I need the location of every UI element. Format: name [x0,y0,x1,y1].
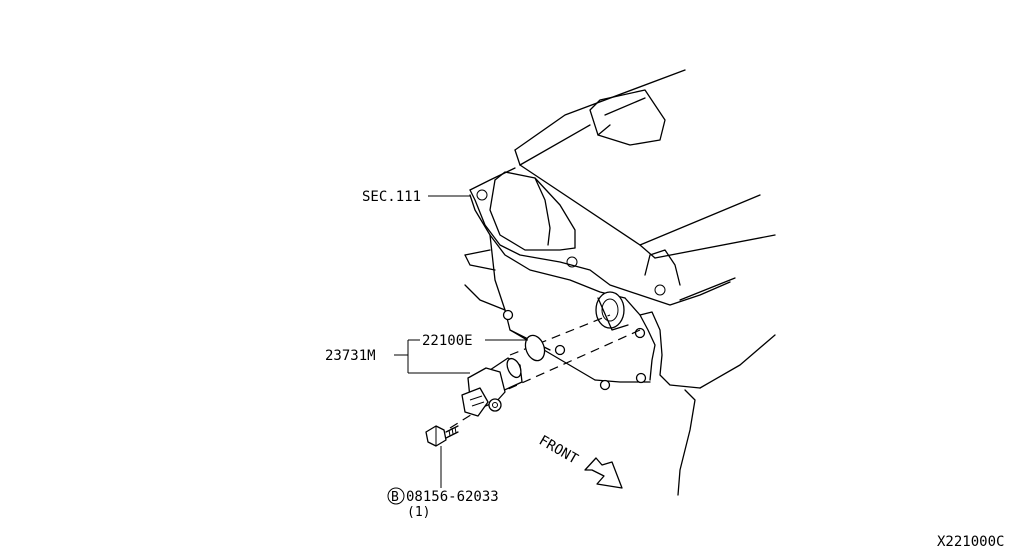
camshaft-sensor [461,357,523,417]
label-oring-part: 22100E [422,333,473,349]
bolt-symbol-circle [387,487,405,505]
label-bolt-part: 08156-62033 [406,489,499,505]
o-ring [524,334,546,362]
bolt-symbol: B [391,490,399,505]
engine-block [464,234,776,496]
label-front: FRONT [536,433,581,468]
leader-lines [394,195,528,488]
label-sec-111: SEC.111 [362,189,421,205]
bolt-callout: B 08156-62033 (1) [387,487,499,520]
engine-head-cover [469,69,776,306]
label-bolt-qty: (1) [407,505,430,520]
diagram-id: X221000C [937,534,1004,550]
bolt [425,425,459,447]
front-arrow [584,457,623,489]
label-sensor-part: 23731M [325,348,376,364]
